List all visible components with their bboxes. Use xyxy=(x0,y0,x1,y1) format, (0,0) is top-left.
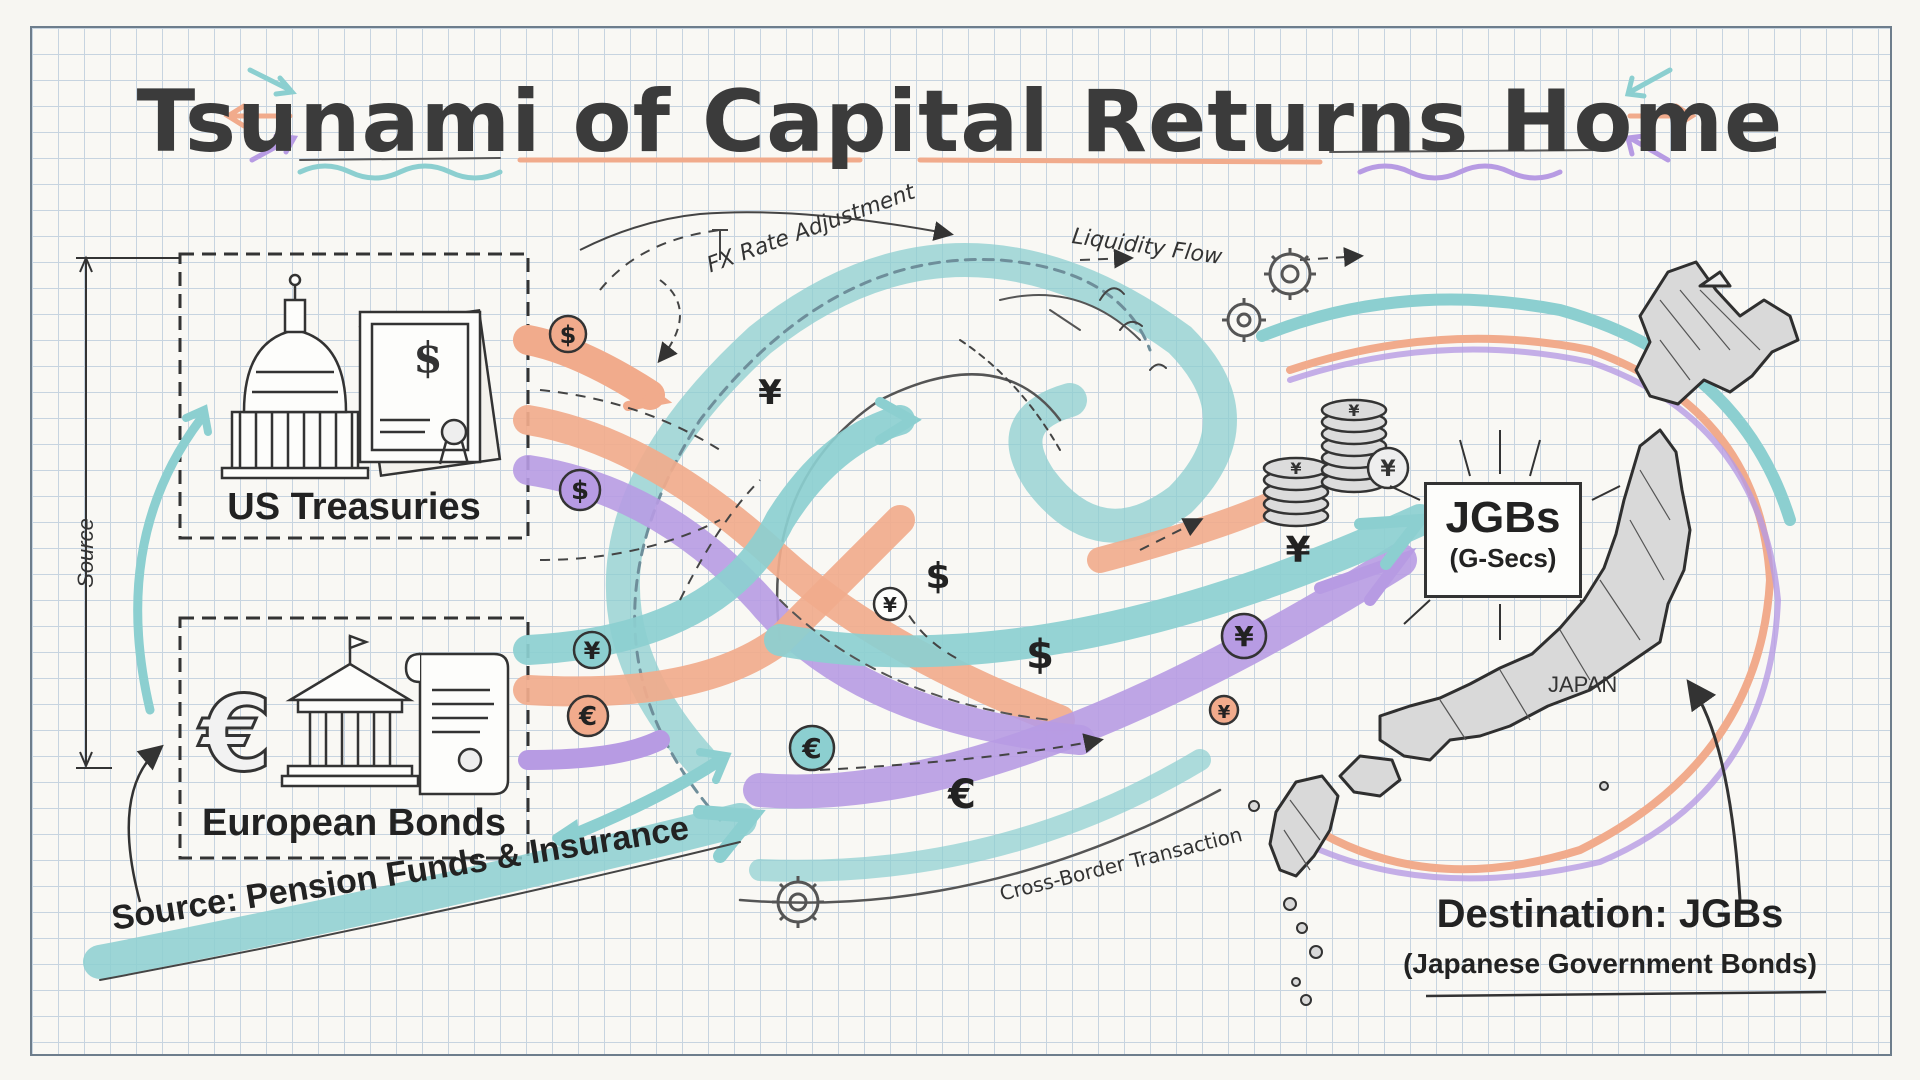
us-treasuries-label: US Treasuries xyxy=(227,486,481,528)
coin-yen-3: ¥ xyxy=(883,593,897,617)
wave-yen-symbol: ¥ xyxy=(758,373,782,413)
bank-building-icon xyxy=(280,634,420,788)
japan-map xyxy=(1268,260,1800,878)
capitol-icon xyxy=(220,273,370,480)
currency-coins xyxy=(548,314,1268,772)
destination-pointer-arrow xyxy=(1686,679,1742,901)
wave-dollar-symbol-2: $ xyxy=(1026,632,1054,678)
stack-yen-1: ¥ xyxy=(1290,459,1301,478)
title-arrows-right xyxy=(1624,67,1697,163)
coin-yen-2: ¥ xyxy=(1234,620,1254,653)
wave-dollar-symbol-1: $ xyxy=(925,556,950,597)
coin-yen-4: ¥ xyxy=(1218,702,1231,723)
jgb-box: JGBs (G-Secs) xyxy=(1424,482,1582,598)
certificate-dollar-sign: $ xyxy=(413,333,442,382)
gear-icon-bottom xyxy=(772,876,824,928)
title-squiggles xyxy=(297,149,1601,181)
gear-icon-top xyxy=(1264,248,1316,300)
page-title: Tsunami of Capital Returns Home xyxy=(136,72,1784,172)
stack-yen-3: ¥ xyxy=(1380,457,1396,482)
european-bonds-label: European Bonds xyxy=(201,802,507,844)
jgb-burst-lines xyxy=(1389,430,1621,640)
destination-subtitle: (Japanese Government Bonds) xyxy=(1403,948,1817,979)
coin-euro-1: € xyxy=(578,702,597,732)
teal-source-arrow xyxy=(133,415,205,715)
coin-dollar-1: $ xyxy=(560,321,577,349)
scroll-document-icon xyxy=(404,652,510,796)
european-bonds-box xyxy=(178,616,530,860)
wave-euro-symbol: € xyxy=(947,772,976,818)
jgb-box-subtitle: (G-Secs) xyxy=(1449,543,1557,573)
coin-euro-2: € xyxy=(801,732,821,765)
destination-title: Destination: JGBs xyxy=(1436,892,1784,936)
title-arrows-left xyxy=(223,67,299,163)
bond-certificate-icon xyxy=(358,308,502,478)
flow-streams xyxy=(83,325,1436,981)
coin-yen-1: ¥ xyxy=(584,637,601,665)
source-side-label: Source xyxy=(73,518,98,588)
stack-yen-2: ¥ xyxy=(1348,401,1359,420)
yen-coin-stacks xyxy=(1262,398,1410,528)
stream-yen-symbol: ¥ xyxy=(1285,530,1310,571)
gear-icon-small xyxy=(1222,298,1266,342)
destination-ring xyxy=(1256,293,1796,882)
source-bracket xyxy=(76,255,180,769)
us-treasuries-box xyxy=(178,252,530,540)
coin-dollar-2: $ xyxy=(571,476,589,506)
euro-icon: € xyxy=(198,673,272,795)
japan-map-hatching xyxy=(1283,289,1761,871)
japan-map-label: JAPAN xyxy=(1548,672,1618,697)
destination-underline xyxy=(1425,990,1827,998)
japan-islands-dots xyxy=(1248,781,1609,1006)
fx-curve xyxy=(579,211,954,251)
jgb-box-title: JGBs xyxy=(1445,493,1561,542)
